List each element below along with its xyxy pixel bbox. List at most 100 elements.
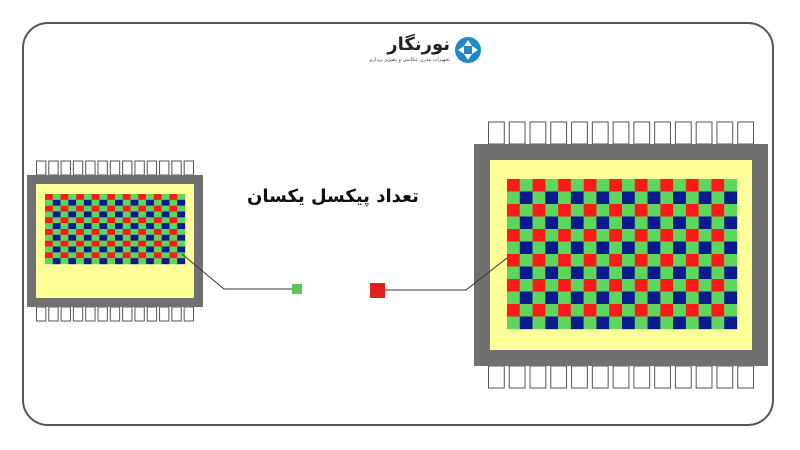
large-sensor-pin-bottom bbox=[612, 365, 630, 389]
large-sensor-pixel bbox=[596, 291, 610, 305]
large-sensor-pixel bbox=[660, 191, 674, 205]
small-sensor-pin-bottom bbox=[35, 306, 47, 322]
small-sensor-pin-top bbox=[72, 160, 84, 176]
large-sensor-pixel bbox=[507, 241, 520, 255]
small-sensor-pixel bbox=[60, 229, 69, 236]
large-sensor-pixel bbox=[545, 254, 559, 267]
large-sensor-pixel bbox=[596, 241, 610, 255]
small-sensor-pixel bbox=[76, 199, 85, 206]
small-sensor-pixel bbox=[76, 211, 85, 218]
large-sensor-pixel bbox=[507, 229, 520, 242]
large-sensor-pixel bbox=[558, 204, 572, 217]
small-sensor-pixel bbox=[60, 194, 69, 201]
small-sensor-pin-top bbox=[159, 160, 170, 176]
small-sensor-pixel bbox=[130, 194, 139, 201]
large-sensor-pixel bbox=[532, 304, 546, 317]
small-sensor-pixel bbox=[130, 252, 139, 259]
small-sensor-pixel bbox=[161, 217, 170, 224]
small-sensor-pixel bbox=[76, 234, 85, 241]
large-sensor-pixel bbox=[545, 229, 559, 242]
large-sensor-pixel bbox=[558, 291, 572, 305]
small-sensor-pixel bbox=[68, 217, 77, 224]
large-sensor-pixel bbox=[609, 279, 623, 292]
small-sensor-pixel bbox=[99, 234, 108, 241]
small-sensor-pixel bbox=[130, 229, 139, 236]
large-sensor-pixel bbox=[570, 254, 584, 267]
large-sensor-pixel bbox=[545, 216, 559, 230]
small-sensor-pixel bbox=[115, 217, 123, 224]
small-sensor-pixel bbox=[146, 246, 155, 253]
small-sensor-pixel bbox=[146, 229, 155, 236]
large-sensor-pixel bbox=[698, 279, 712, 292]
large-sensor-pixel bbox=[724, 204, 738, 217]
small-sensor-pixel bbox=[130, 205, 139, 212]
small-sensor-pixel bbox=[83, 194, 92, 201]
small-sensor-pixel bbox=[99, 223, 108, 230]
large-sensor-pin-top bbox=[674, 121, 692, 145]
small-sensor-pixel bbox=[115, 229, 123, 236]
large-sensor-pixel bbox=[596, 216, 610, 230]
large-sensor-pixel bbox=[622, 291, 635, 305]
large-sensor-pixel bbox=[660, 266, 674, 280]
large-sensor-pixel bbox=[724, 191, 738, 205]
small-sensor-pixel bbox=[146, 205, 155, 212]
small-sensor-pixel bbox=[52, 205, 61, 212]
large-sensor-pin-top bbox=[529, 121, 547, 145]
small-sensor-pixel bbox=[115, 258, 123, 265]
large-sensor-pixel bbox=[596, 204, 610, 217]
large-sensor-pixel bbox=[622, 191, 635, 205]
small-sensor-pixel bbox=[68, 223, 77, 230]
small-sensor-pixel bbox=[76, 240, 85, 247]
large-sensor-pixel bbox=[622, 204, 635, 217]
large-sensor-pixel bbox=[570, 241, 584, 255]
small-sensor-pixel bbox=[138, 258, 147, 265]
small-sensor-pin-bottom bbox=[134, 306, 145, 322]
small-sensor-pixel bbox=[161, 199, 170, 206]
small-sensor-pixel bbox=[122, 240, 131, 247]
small-sensor-pixel bbox=[130, 246, 139, 253]
small-sensor-pixel bbox=[146, 258, 155, 265]
small-sensor-pixel bbox=[45, 211, 53, 218]
large-sensor-pin-top bbox=[695, 121, 713, 145]
large-sensor-pixel bbox=[660, 204, 674, 217]
small-sensor-pixel bbox=[115, 211, 123, 218]
large-sensor-pixel bbox=[545, 241, 559, 255]
small-sensor-pixel bbox=[169, 234, 178, 241]
small-sensor-pin-top bbox=[97, 160, 108, 176]
large-sensor-pixel bbox=[698, 191, 712, 205]
small-sensor-pixel bbox=[169, 246, 178, 253]
small-sensor-pixel bbox=[68, 205, 77, 212]
large-sensor-pixel bbox=[685, 204, 699, 217]
large-sensor-pixel bbox=[570, 229, 584, 242]
brand-name: نورنگار bbox=[387, 34, 450, 55]
large-sensor-pixel bbox=[660, 316, 674, 330]
small-sensor-pixel bbox=[138, 199, 147, 206]
small-sensor-pixel bbox=[107, 234, 116, 241]
small-sensor-pixel bbox=[177, 217, 186, 224]
large-sensor-pixel bbox=[634, 279, 648, 292]
small-sensor-pixel bbox=[169, 199, 178, 206]
large-sensor-pixel bbox=[532, 241, 546, 255]
large-sensor-pixel bbox=[660, 291, 674, 305]
small-sensor-pixel bbox=[161, 211, 170, 218]
large-sensor-pixel bbox=[609, 266, 623, 280]
small-sensor-pixel bbox=[60, 258, 69, 265]
large-sensor-pin-top bbox=[716, 121, 734, 145]
large-sensor-pixel bbox=[711, 266, 725, 280]
large-sensor-pixel bbox=[532, 204, 546, 217]
large-sensor-pixel bbox=[570, 304, 584, 317]
small-sensor-pixel bbox=[76, 194, 85, 201]
large-sensor-pixel bbox=[507, 304, 520, 317]
small-sensor-pixel bbox=[91, 205, 100, 212]
large-sensor-pixel bbox=[685, 316, 699, 330]
small-sensor-pixel bbox=[130, 223, 139, 230]
small-sensor-pixel bbox=[161, 252, 170, 259]
large-sensor-pixel bbox=[685, 291, 699, 305]
large-sensor-pixel bbox=[724, 279, 738, 292]
small-sensor-pin-bottom bbox=[159, 306, 170, 322]
small-sensor-pixel bbox=[76, 252, 85, 259]
small-sensor-pixel bbox=[169, 217, 178, 224]
small-sensor-pixel bbox=[107, 205, 116, 212]
large-sensor-pin-bottom bbox=[571, 365, 588, 389]
large-sensor-pixel bbox=[634, 229, 648, 242]
